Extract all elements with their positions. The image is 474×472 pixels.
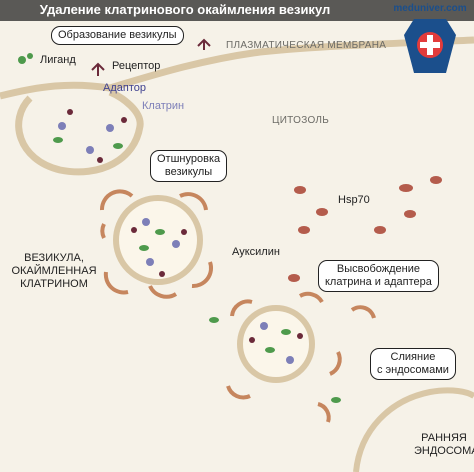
early-endosome-line-1: РАННЯЯ [421,432,467,444]
coated-vesicle-membrane [113,195,203,285]
receptor-legend-icon [91,62,105,76]
page-title: Удаление клатринового окаймления везикул [39,2,331,17]
plasma-membrane-caption: ПЛАЗМАТИЧЕСКАЯ МЕМБРАНА [226,40,387,51]
released-clathrin [226,291,376,423]
cytosol-caption: ЦИТОЗОЛЬ [272,115,330,126]
pinching-off-line-1: Отшнуровка [157,153,221,165]
logo-text: meduniver.com [393,3,467,14]
receptor-membrane-icon [197,38,211,50]
fusion-line-1: Слияние [390,351,436,363]
pinching-off-line-2: везикулы [164,166,213,178]
early-endosome-caption: РАННЯЯ ЭНДОСОМА [414,432,474,458]
auxilin-label: Ауксилин [232,246,280,258]
title-bar: Удаление клатринового окаймления везикул [0,0,474,21]
adaptor-label: Адаптор [103,82,146,94]
membrane-invagination [15,88,144,176]
clathrin-cage [99,189,214,299]
early-endosome-membrane [353,387,474,472]
coated-vesicle-line-1: ВЕЗИКУЛА, [24,252,84,264]
hsp70-proteins [288,176,442,282]
coated-vesicle-caption: ВЕЗИКУЛА, ОКАЙМЛЕННАЯ КЛАТРИНОМ [4,252,104,291]
logo-shield-icon [404,19,456,73]
release-line-2: клатрина и адаптера [325,276,432,288]
adaptor-complexes [58,122,294,364]
coated-vesicle-line-2: ОКАЙМЛЕННАЯ [11,265,97,277]
uncoating-vesicle-membrane [237,305,315,383]
receptors [67,109,303,343]
release-line-1: Высвобождение [336,263,420,275]
release-label: Высвобождение клатрина и адаптера [318,260,439,292]
pinching-off-label: Отшнуровка везикулы [150,150,228,182]
plasma-membrane [0,36,474,100]
fusion-line-2: с эндосомами [377,364,449,376]
fusion-label: Слияние с эндосомами [370,348,456,380]
ligand-label: Лиганд [40,54,76,66]
site-logo: meduniver.com [392,3,468,77]
early-endosome-line-2: ЭНДОСОМА [414,445,474,457]
hsp70-label: Hsp70 [338,194,370,206]
clathrin-label: Клатрин [142,100,185,112]
coated-vesicle-line-3: КЛАТРИНОМ [20,278,88,290]
ligand-legend-icon [18,53,33,64]
vesicle-formation-label: Образование везикулы [51,26,184,45]
ligands [53,137,341,403]
receptor-label: Рецептор [112,60,161,72]
